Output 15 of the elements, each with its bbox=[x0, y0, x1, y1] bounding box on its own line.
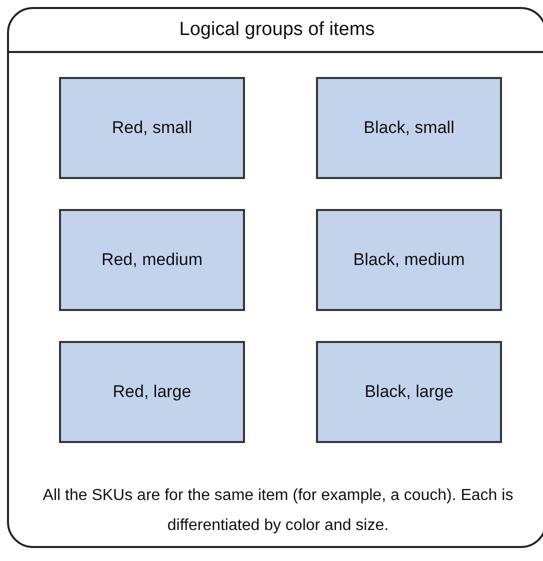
item-box bbox=[316, 341, 502, 443]
group-panel bbox=[7, 7, 543, 548]
item-label: Black, small bbox=[364, 117, 454, 140]
item-box bbox=[316, 77, 502, 179]
item-box bbox=[59, 77, 245, 179]
item-box bbox=[59, 209, 245, 311]
panel-title: Logical groups of items bbox=[179, 18, 375, 42]
item-label: Black, large bbox=[364, 381, 454, 404]
item-label: Red, small bbox=[112, 117, 192, 140]
item-label: Red, large bbox=[112, 381, 192, 404]
item-label: Red, medium bbox=[101, 249, 203, 272]
caption-text: All the SKUs are for the same item (for example, a couch). Each is differentiated by color and size. bbox=[42, 486, 514, 536]
item-box bbox=[59, 341, 245, 443]
item-box bbox=[316, 209, 502, 311]
item-label: Black, medium bbox=[353, 249, 465, 272]
